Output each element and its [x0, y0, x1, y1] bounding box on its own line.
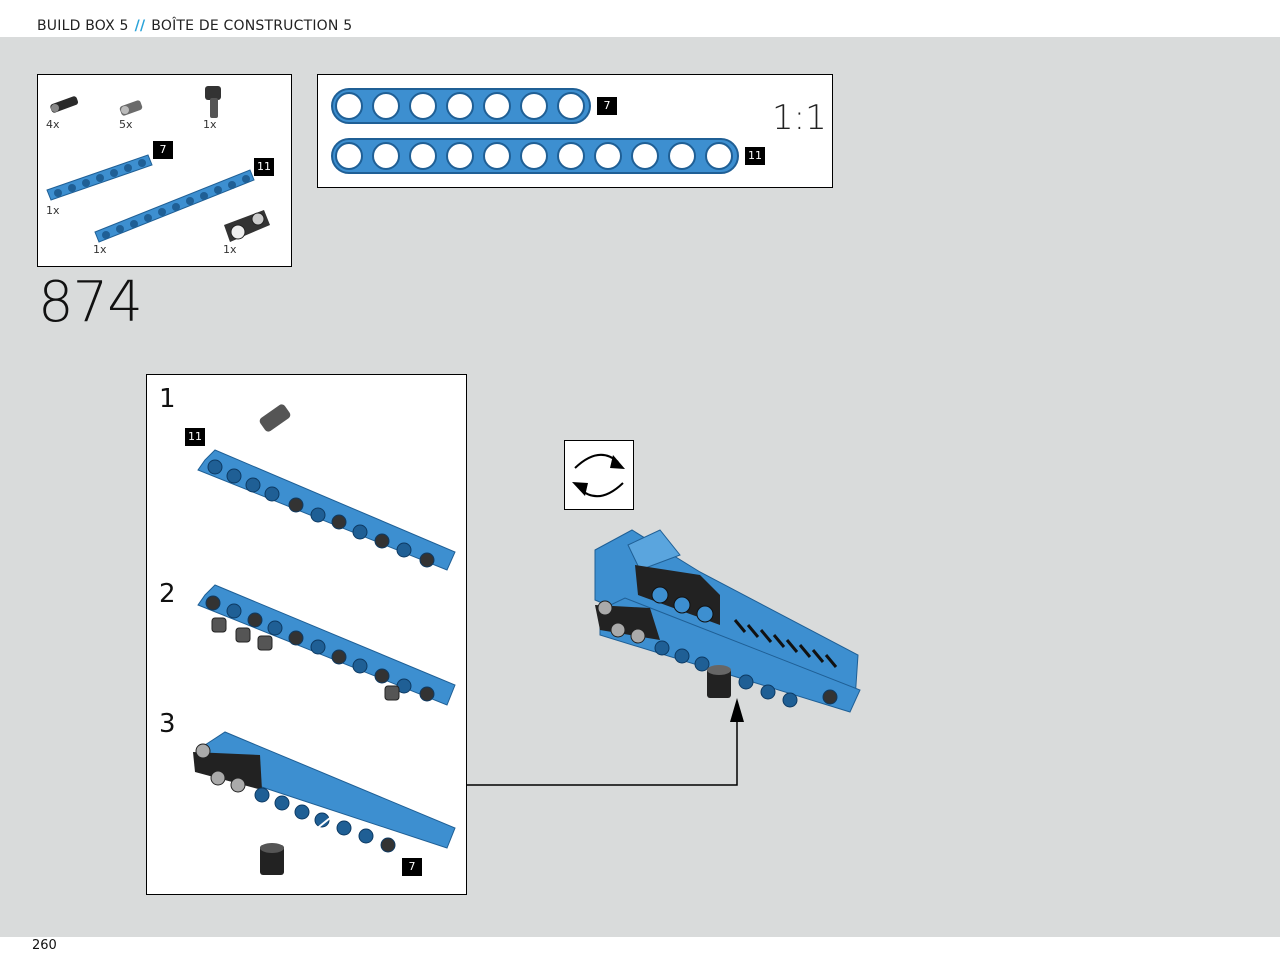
scale-beam-11: [331, 138, 739, 174]
substep-label: 2: [159, 579, 176, 609]
header-right-title: BOÎTE DE CONSTRUCTION 5: [151, 18, 353, 34]
qty-label: 1x: [203, 118, 217, 131]
beam-11-part-icon: [94, 169, 255, 243]
footer-bar: [0, 937, 1280, 974]
page-number: 260: [32, 938, 57, 953]
header-title: BUILD BOX 5 // BOÎTE DE CONSTRUCTION 5: [37, 18, 352, 34]
substep-1-badge: 11: [185, 428, 205, 446]
header-bar: [0, 0, 1280, 37]
scale-label: 1:1: [772, 98, 827, 138]
angle-connector-part-icon: [205, 86, 221, 118]
qty-label: 1x: [46, 204, 60, 217]
rotate-model-box: [564, 440, 634, 510]
beam-length-badge: 11: [254, 158, 274, 176]
pin-part-icon: [50, 96, 79, 113]
header-left-title: BUILD BOX 5: [37, 18, 129, 34]
qty-label: 4x: [46, 118, 60, 131]
substep-1-assembly: [197, 404, 456, 571]
scale-beam-11-badge: 11: [745, 147, 765, 165]
assembly-arrow: [467, 698, 744, 786]
qty-label: 5x: [119, 118, 133, 131]
qty-label: 1x: [93, 243, 107, 256]
pin-gray-part-icon: [119, 100, 143, 116]
beam-7-part-icon: [46, 154, 153, 201]
header-separator: //: [134, 18, 146, 34]
scale-beam-7: [331, 88, 591, 124]
substep-label: 1: [159, 384, 176, 414]
cross-connector-part-icon: [224, 210, 270, 242]
substep-3-badge: 7: [402, 858, 422, 876]
beam-length-badge: 7: [153, 141, 173, 159]
scale-beam-7-badge: 7: [597, 97, 617, 115]
qty-label: 1x: [223, 243, 237, 256]
step-number: 874: [38, 270, 143, 335]
substep-3-assembly: [193, 731, 456, 875]
substep-2-assembly: [197, 584, 456, 706]
substep-label: 3: [159, 709, 176, 739]
